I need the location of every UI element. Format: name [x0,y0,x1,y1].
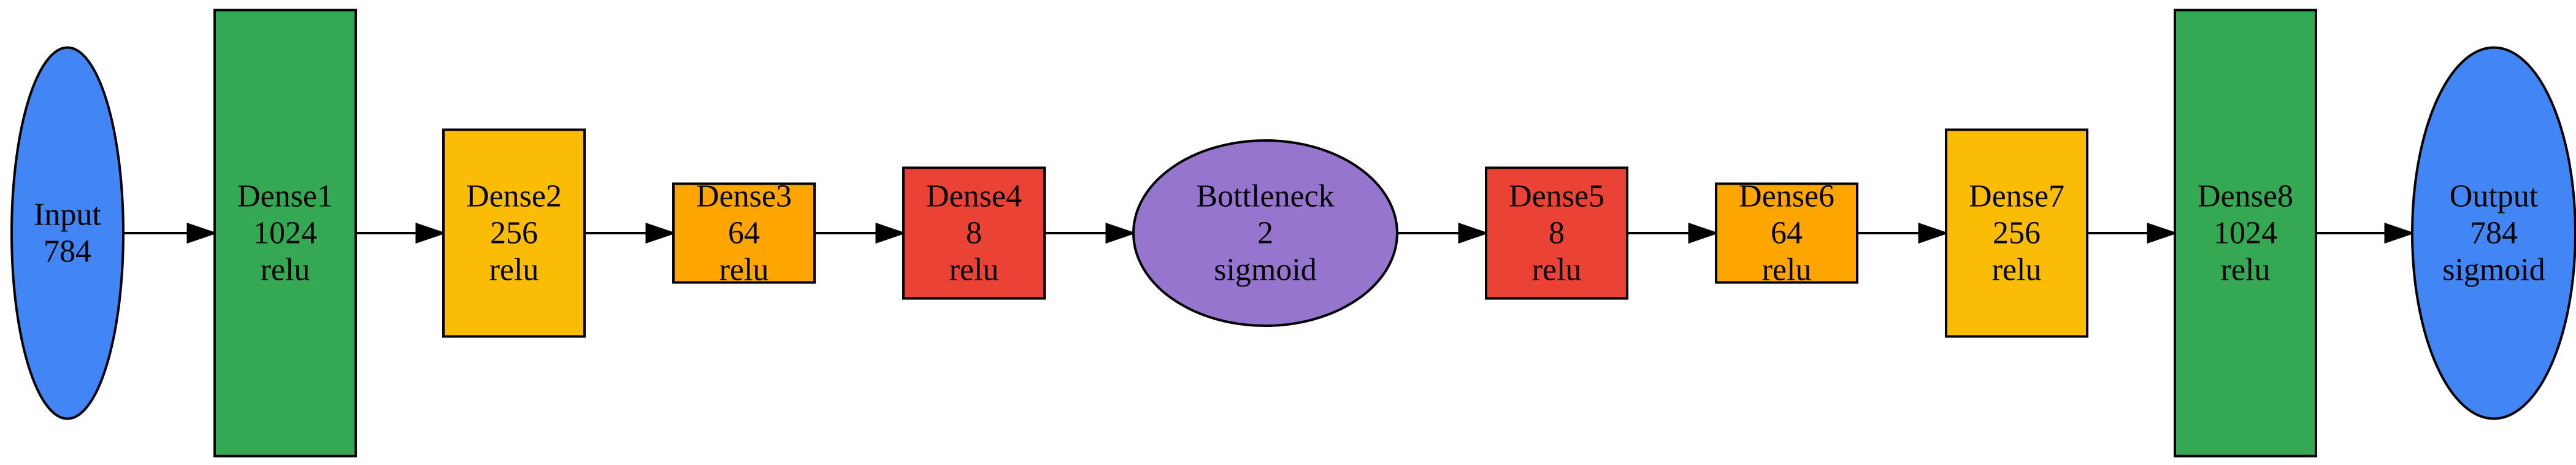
dense6-label-2: relu [1762,253,1812,288]
edge-dense8-to-output [2316,222,2415,244]
output-label-2: sigmoid [2442,253,2545,288]
input-label-1: 784 [44,234,91,269]
dense8-label-2: relu [2221,253,2271,288]
dense4-label-2: relu [949,253,999,288]
arrowhead-icon [2384,222,2415,244]
arrowhead-icon [1688,222,1719,244]
arrowhead-icon [645,222,677,244]
input-label-0: Input [34,198,101,233]
dense8-label-1: 1024 [2214,216,2277,251]
edge-dense5-to-dense6 [1627,222,1719,244]
dense5-box [1485,166,1628,300]
dense2-label-2: relu [489,253,539,288]
arrowhead-icon [186,222,218,244]
output-ellipse [2411,46,2576,420]
dense1-label-1: 1024 [253,216,317,251]
dense3-label-0: Dense3 [696,179,792,214]
edge-dense6-to-dense7 [1857,222,1949,244]
edge-dense7-to-dense8 [2087,222,2178,244]
edge-dense3-to-dense4 [815,222,907,244]
dense6-label-0: Dense6 [1739,179,1834,214]
dense7-label-0: Dense7 [1969,179,2064,214]
dense4-box [902,166,1046,300]
edge-dense4-to-bottleneck [1045,222,1137,244]
arrowhead-icon [1918,222,1949,244]
dense6-label-1: 64 [1771,216,1803,251]
arrowhead-icon [415,222,447,244]
dense7-box [1945,128,2088,338]
dense3-label-2: relu [719,253,769,288]
bottleneck-label-2: sigmoid [1214,253,1317,288]
dense5-label-1: 8 [1549,216,1565,251]
dense6-box [1715,182,1858,284]
bottleneck-label-0: Bottleneck [1196,179,1334,214]
edge-dense2-to-dense3 [585,222,677,244]
dense4-label-1: 8 [966,216,982,251]
dense1-label-2: relu [261,253,310,288]
dense5-label-2: relu [1532,253,1582,288]
arrowhead-icon [1105,222,1137,244]
dense8-label-0: Dense8 [2198,179,2293,214]
dense7-label-1: 256 [1993,216,2041,251]
dense3-label-1: 64 [728,216,760,251]
dense3-box [672,182,816,284]
arrowhead-icon [1458,222,1489,244]
edge-dense1-to-dense2 [356,222,447,244]
output-label-1: 784 [2470,216,2518,251]
dense2-label-1: 256 [490,216,538,251]
edge-bottleneck-to-dense5 [1397,222,1489,244]
arrowhead-icon [875,222,907,244]
dense5-label-0: Dense5 [1509,179,1604,214]
output-label-0: Output [2450,179,2539,214]
dense7-label-2: relu [1992,253,2042,288]
dense2-box [442,128,586,338]
arrowhead-icon [2147,222,2178,244]
dense4-label-0: Dense4 [926,179,1022,214]
bottleneck-ellipse [1132,139,1398,327]
input-ellipse [10,46,125,420]
dense8-box [2174,9,2317,458]
edge-input-to-dense1 [123,222,218,244]
nodes-layer: Input784Dense11024reluDense2256reluDense… [10,9,2576,458]
edges-layer [123,222,2415,244]
bottleneck-label-1: 2 [1257,216,1273,251]
dense1-label-0: Dense1 [237,179,333,214]
dense2-label-0: Dense2 [466,179,562,214]
dense1-box [213,9,357,458]
